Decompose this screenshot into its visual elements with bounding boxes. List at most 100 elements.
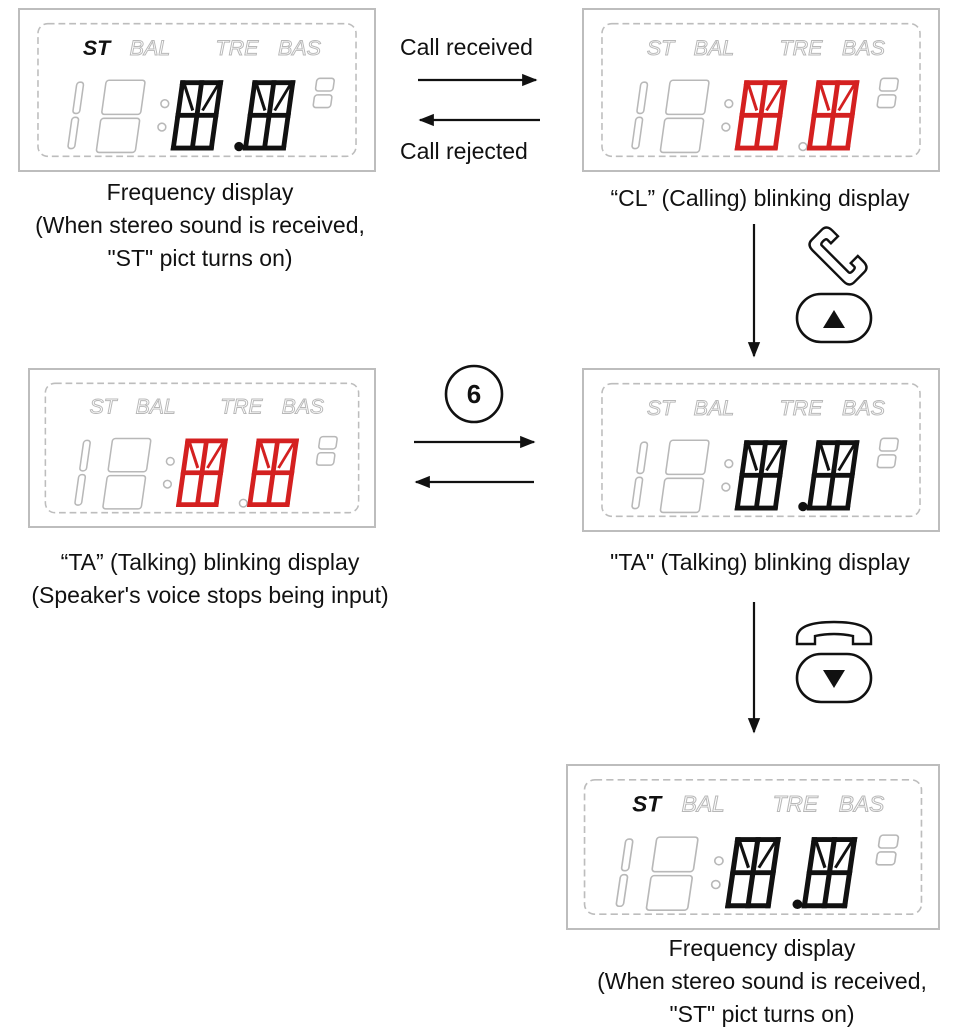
lcd-segment: [772, 115, 783, 151]
lcd-segment: [199, 438, 210, 473]
lcd-segment: [753, 475, 764, 511]
caption-line: "ST" pict turns on): [107, 245, 293, 271]
lcd-segment: [846, 837, 858, 873]
pict-bas: BAS: [278, 36, 322, 60]
lcd-colon-top: [724, 458, 734, 469]
lcd-small-digit: [876, 77, 899, 109]
lcd-segment: [194, 80, 205, 116]
lcd-segment: [280, 115, 291, 151]
lcd-segment: [772, 475, 783, 511]
lcd-segment: [750, 837, 761, 873]
lcd-segment: [175, 472, 186, 507]
down-button-icon: [795, 652, 873, 704]
lcd-decimal-point: [792, 899, 803, 910]
lcd-segment: [745, 872, 756, 909]
lcd-segment-diag: [277, 442, 295, 469]
lcd-digit-outline: [102, 437, 152, 510]
up-button-icon: [795, 292, 873, 344]
pict-bal: BAL: [682, 792, 725, 816]
lcd-digit-one: [67, 81, 85, 150]
lcd-segment: [213, 80, 224, 116]
lcd-segment: [189, 115, 200, 151]
lcd-colon-bottom: [710, 879, 721, 890]
lcd-segment: [801, 872, 812, 909]
handset-onhook-icon: [795, 620, 873, 646]
lcd-segment: [806, 115, 817, 151]
pict-bal: BAL: [136, 396, 176, 419]
pict-bas: BAS: [282, 396, 324, 419]
caption-line: (Speaker's voice stops being input): [31, 582, 389, 608]
caption-line: Frequency display: [668, 935, 856, 961]
lcd-segment: [806, 837, 818, 873]
lcd-decimal-point: [798, 141, 808, 152]
lcd-main-digit-2: [242, 80, 296, 151]
lcd-segment: [265, 472, 276, 507]
lcd-segment: [811, 80, 822, 116]
pict-st: ST: [647, 36, 676, 60]
mute-button-label: 6: [466, 379, 482, 409]
caption-line: "ST" pict turns on): [669, 1001, 855, 1027]
pict-bal: BAL: [694, 36, 735, 60]
lcd-small-digit: [315, 435, 338, 466]
lcd-digit-one: [74, 439, 91, 506]
lcd-segment-diag: [819, 444, 831, 472]
pict-bas: BAS: [842, 396, 886, 420]
lcd-segment: [806, 475, 817, 511]
caption-line: (When stereo sound is received,: [597, 968, 927, 994]
lcd-segment: [175, 80, 186, 116]
caption-line: “TA” (Talking) blinking display: [60, 549, 360, 575]
lcd-segment: [734, 475, 745, 511]
caption-line: (When stereo sound is received,: [35, 212, 365, 238]
lcd-colon-top: [165, 456, 175, 466]
lcd-digit-one: [631, 81, 649, 150]
lcd-digit-outline: [659, 439, 710, 514]
lcd-segment-diag: [837, 444, 856, 472]
lcd-digit-one: [615, 838, 634, 908]
pict-tre: TRE: [220, 396, 263, 419]
lcd-segment-diag: [814, 841, 827, 869]
lcd-main-digit-2: [806, 80, 860, 151]
lcd-segment-diag: [201, 84, 220, 112]
lcd-segment: [261, 115, 272, 151]
lcd-segment: [830, 80, 841, 116]
lcd-digit-outline: [95, 79, 146, 154]
lcd-main-digit-1: [175, 438, 228, 507]
label-call-received: Call received: [400, 34, 533, 60]
lcd-segment-diag: [819, 84, 831, 112]
lcd-segment: [734, 115, 745, 151]
lcd-inner-frame: [601, 382, 921, 518]
lcd-main-digit-2: [806, 440, 860, 511]
lcd-frequency-top: ST BAL TRE BAS: [18, 8, 376, 172]
lcd-segment-diag: [255, 84, 267, 112]
lcd-segment: [849, 440, 860, 476]
lcd-colon-top: [724, 98, 734, 109]
pict-bal: BAL: [130, 36, 171, 60]
lcd-segment: [825, 115, 836, 151]
caption-talking-active: "TA" (Talking) blinking display: [570, 546, 950, 579]
pict-st: ST: [632, 792, 664, 816]
lcd-segment: [285, 80, 296, 116]
lcd-colon-top: [713, 856, 724, 866]
pict-tre: TRE: [780, 396, 824, 420]
lcd-inner-frame: [44, 382, 360, 514]
pict-st: ST: [83, 36, 112, 60]
lcd-decimal-point: [234, 141, 244, 152]
lcd-segment-diag: [833, 841, 853, 869]
lcd-segment-diag: [837, 84, 856, 112]
pict-tre: TRE: [780, 36, 824, 60]
lcd-segment: [194, 472, 205, 507]
lcd-segment-diag: [273, 84, 292, 112]
lcd-segment: [844, 475, 855, 511]
pict-bal: BAL: [694, 396, 735, 420]
lcd-segment: [758, 440, 769, 476]
lcd-segment-diag: [188, 442, 200, 469]
pict-tre: TRE: [216, 36, 260, 60]
lcd-segment: [758, 80, 769, 116]
caption-line: “CL” (Calling) blinking display: [610, 185, 910, 211]
lcd-digit-outline: [645, 836, 699, 912]
